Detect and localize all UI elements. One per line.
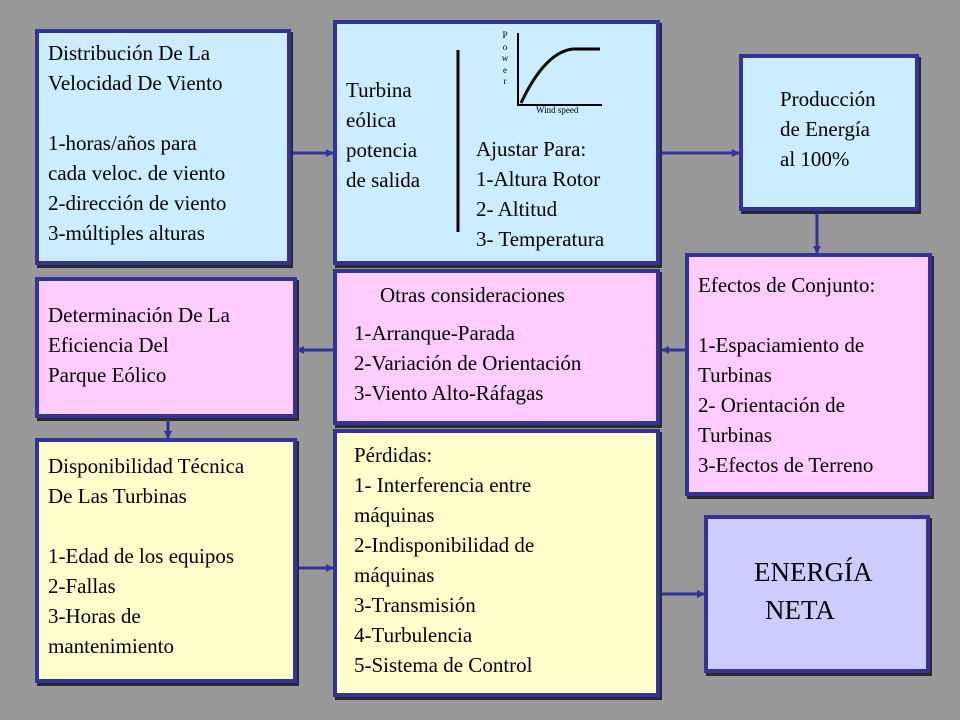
array-effects-text: Efectos de Conjunto: 1-Espaciamiento de … — [698, 270, 875, 480]
other-considerations-item: 2-Variación de Orientación — [354, 351, 582, 375]
production-line: de Energía — [780, 117, 870, 141]
turbine-label: Turbina eólica potencia de salida — [346, 75, 420, 195]
availability-item: 2-Fallas — [48, 574, 116, 598]
turbine-label-line: de salida — [346, 168, 421, 192]
turbine-adjust: Ajustar Para: 1-Altura Rotor 2- Altitud … — [476, 134, 604, 254]
production-line: Producción — [780, 87, 876, 111]
array-effects-item: Turbinas — [698, 363, 772, 387]
losses-item: 2-Indisponibilidad de — [354, 533, 535, 557]
production-text: Producción de Energía al 100% — [780, 84, 876, 174]
power-letter: o — [502, 41, 508, 52]
wind-distribution-item: 3-múltiples alturas — [48, 221, 205, 245]
wind-distribution-title: Velocidad De Viento — [48, 71, 223, 95]
turbine-adjust-item: 2- Altitud — [476, 197, 558, 221]
other-considerations-item: 1-Arranque-Parada — [354, 321, 515, 345]
power-letter: r — [503, 76, 507, 86]
turbine-label-line: potencia — [346, 138, 418, 162]
net-energy-line-1: ENERGÍA — [754, 557, 873, 587]
wind-distribution-box — [35, 29, 291, 265]
losses-box — [333, 429, 660, 697]
availability-title: Disponibilidad Técnica — [48, 454, 245, 478]
array-effects-box — [685, 253, 932, 496]
wind-distribution-title: Distribución De La — [48, 41, 211, 65]
turbine-label-line: eólica — [346, 108, 397, 132]
turbine-adjust-title: Ajustar Para: — [476, 137, 587, 161]
losses-item: 4-Turbulencia — [354, 623, 473, 647]
turbine-label-line: Turbina — [346, 78, 412, 102]
availability-item: 3-Horas de — [48, 604, 141, 628]
losses-item: máquinas — [354, 563, 435, 587]
availability-box — [35, 438, 297, 683]
losses-item: 1- Interferencia entre — [354, 473, 532, 497]
production-line: al 100% — [780, 147, 850, 171]
power-letter: P — [502, 30, 508, 40]
turbine-adjust-item: 1-Altura Rotor — [476, 167, 601, 191]
efficiency-line: Determinación De La — [48, 303, 230, 327]
losses-item: máquinas — [354, 503, 435, 527]
other-considerations-title: Otras consideraciones — [380, 283, 565, 307]
turbine-output-box — [333, 20, 660, 265]
efficiency-text: Determinación De La Eficiencia Del Parqu… — [48, 300, 230, 390]
net-energy-line-2: NETA — [765, 595, 835, 625]
availability-title: De Las Turbinas — [48, 484, 187, 508]
losses-item: 3-Transmisión — [354, 593, 476, 617]
efficiency-box — [35, 277, 297, 418]
other-considerations-list: 1-Arranque-Parada 2-Variación de Orienta… — [354, 318, 581, 408]
other-considerations-box — [333, 269, 660, 425]
power-curve-ylabel: P o w e r — [499, 30, 511, 88]
array-effects-title: Efectos de Conjunto: — [698, 273, 876, 297]
wind-distribution-item: cada veloc. de viento — [48, 161, 226, 185]
losses-text: Pérdidas: 1- Interferencia entre máquina… — [354, 440, 534, 680]
turbine-adjust-item: 3- Temperatura — [476, 227, 605, 251]
production-box — [739, 54, 919, 211]
wind-distribution-text: Distribución De La Velocidad De Viento 1… — [48, 38, 226, 248]
other-considerations-item: 3-Viento Alto-Ráfagas — [354, 381, 544, 405]
net-energy-box — [704, 515, 930, 673]
efficiency-line: Parque Eólico — [48, 363, 167, 387]
array-effects-item: Turbinas — [698, 423, 772, 447]
efficiency-line: Eficiencia Del — [48, 333, 169, 357]
wind-distribution-item: 1-horas/años para — [48, 131, 197, 155]
availability-item: 1-Edad de los equipos — [48, 544, 235, 568]
power-letter: w — [501, 53, 509, 63]
availability-text: Disponibilidad Técnica De Las Turbinas 1… — [48, 451, 244, 661]
losses-item: 5-Sistema de Control — [354, 653, 533, 677]
power-curve-xlabel: Wind speed — [536, 105, 579, 115]
wind-distribution-item: 2-dirección de viento — [48, 191, 227, 215]
power-letter: e — [503, 64, 507, 75]
array-effects-item: 1-Espaciamiento de — [698, 333, 865, 357]
array-effects-item: 2- Orientación de — [698, 393, 845, 417]
availability-item: mantenimiento — [48, 634, 174, 658]
array-effects-item: 3-Efectos de Terreno — [698, 453, 874, 477]
losses-title: Pérdidas: — [354, 443, 433, 467]
